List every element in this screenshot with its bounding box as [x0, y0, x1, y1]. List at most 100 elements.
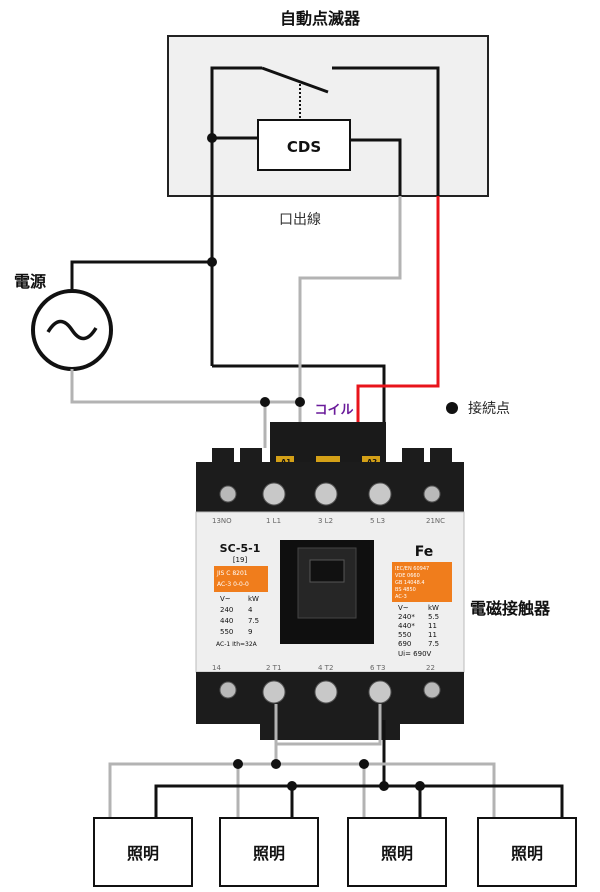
coil-terminal-block: [270, 422, 386, 462]
lamp-box: [93, 817, 193, 887]
rating-cell: 4: [248, 606, 253, 614]
wire-red-to-A2: [356, 196, 440, 440]
rating-cell: V~: [220, 595, 231, 603]
lamp-box: [477, 817, 577, 887]
wires: [70, 72, 440, 448]
cds-label: CDS: [287, 138, 321, 156]
bottom-terminal-base: [260, 720, 400, 740]
sine-wave-icon: [46, 319, 98, 341]
terminal-number: 2 T1: [266, 664, 281, 672]
rating-footer: Ui= 690V: [398, 650, 432, 658]
rating-cell: 240*: [398, 613, 415, 621]
junction-dot: [260, 397, 270, 407]
rating-cell: 7.5: [248, 617, 259, 625]
plunger-window: [297, 547, 357, 619]
junction-legend-label: 接続点: [468, 400, 510, 417]
rating-footer: AC-1 Ith=32A: [216, 641, 258, 648]
wire-black-bus: [154, 784, 564, 820]
jis-label: JIS C 8201: [216, 570, 248, 577]
terminal-post: [212, 448, 234, 466]
top-screws: [219, 482, 441, 506]
wire-power-gray: [70, 369, 267, 448]
lamp-label: 照明: [127, 844, 159, 863]
rating-cell: 240: [220, 606, 233, 614]
model-label: SC-5-1: [220, 542, 261, 555]
junction-dot: [207, 257, 217, 267]
screw-icon: [262, 482, 286, 506]
cds-wire-right: [350, 138, 402, 196]
auto-flasher-title: 自動点滅器: [280, 9, 361, 28]
screw-icon: [368, 680, 392, 704]
cert-line: GB 14048.4: [395, 580, 425, 586]
wire-gray-jumper: [274, 704, 382, 746]
rating-cell: 7.5: [428, 640, 439, 648]
coil-label: コイル: [314, 403, 353, 418]
switch-left-lead: [210, 66, 262, 72]
rating-cell: 5.5: [428, 613, 439, 621]
screw-icon: [423, 485, 441, 503]
bottom-screws: [219, 680, 441, 704]
cert-line: IEC/EN 60947: [395, 566, 429, 572]
rating-cell: kW: [428, 604, 439, 612]
rating-cell: kW: [248, 595, 259, 603]
exit-wire-label: 口出線: [279, 212, 321, 228]
plunger-slot: [309, 559, 345, 583]
terminal-number: 4 T2: [318, 664, 333, 672]
screw-icon: [314, 680, 338, 704]
terminal-post: [402, 448, 424, 466]
junction-dot: [415, 781, 425, 791]
cds-sensor-box: [257, 119, 351, 171]
junction-dot: [379, 781, 389, 791]
terminal-number: 13NO: [212, 517, 232, 525]
cert-line: AC-3: [395, 594, 407, 600]
screw-icon: [314, 482, 338, 506]
junction-dot: [287, 781, 297, 791]
screw-icon: [423, 681, 441, 699]
right-rating-table: V~ kW 240* 5.5 440* 11 550 11 690 7.5 Ui…: [398, 604, 439, 658]
lamp-label: 照明: [381, 844, 413, 863]
screw-icon: [262, 680, 286, 704]
terminal-number: 14: [212, 664, 221, 672]
power-source: 電源: [14, 272, 113, 371]
wire-gray-to-A1: [298, 196, 402, 448]
terminal-number: 6 T3: [370, 664, 385, 672]
contactor-label: 電磁接触器: [470, 599, 551, 618]
lamp-label: 照明: [511, 844, 543, 863]
terminal-number: 3 L2: [318, 517, 333, 525]
junction-dot: [271, 759, 281, 769]
junction-dot: [233, 759, 243, 769]
junction-dot: [295, 397, 305, 407]
orange-rating-label: [214, 566, 268, 592]
lamp-wiring: [108, 704, 564, 820]
rating-cell: 690: [398, 640, 411, 648]
switch-blade: [261, 66, 329, 94]
rating-cell: 440*: [398, 622, 415, 630]
junction-dot: [359, 759, 369, 769]
terminal-post: [240, 448, 262, 466]
terminal-plate: [362, 456, 380, 466]
left-rating-table: V~ kW 240 4 440 7.5 550 9 AC-1 Ith=32A: [216, 595, 259, 648]
terminal-number: 5 L3: [370, 517, 385, 525]
lamp-box: [347, 817, 447, 887]
rating-cell: 11: [428, 622, 437, 630]
screw-icon: [219, 681, 237, 699]
switch-right-lead: [332, 66, 440, 196]
terminal-number: 21NC: [426, 517, 445, 525]
wire-gray-bus: [108, 762, 496, 820]
model-sub-label: [19]: [233, 556, 248, 564]
lamp-label: 照明: [253, 844, 285, 863]
brand-logo: Fe: [415, 544, 434, 560]
terminal-number: 1 L1: [266, 517, 281, 525]
rating-cell: 11: [428, 631, 437, 639]
cert-line: VDE 0660: [395, 573, 420, 579]
terminal-plate: [316, 456, 340, 466]
wire-power-black: [70, 260, 212, 291]
ac-class-label: AC-3 0-0-0: [217, 581, 249, 588]
orange-cert-label: [392, 562, 452, 602]
screw-icon: [219, 485, 237, 503]
lamp-box: [219, 817, 319, 887]
screw-icon: [368, 482, 392, 506]
terminal-number: 22: [426, 664, 435, 672]
auto-flasher-unit: 自動点滅器 CDS: [167, 9, 489, 197]
